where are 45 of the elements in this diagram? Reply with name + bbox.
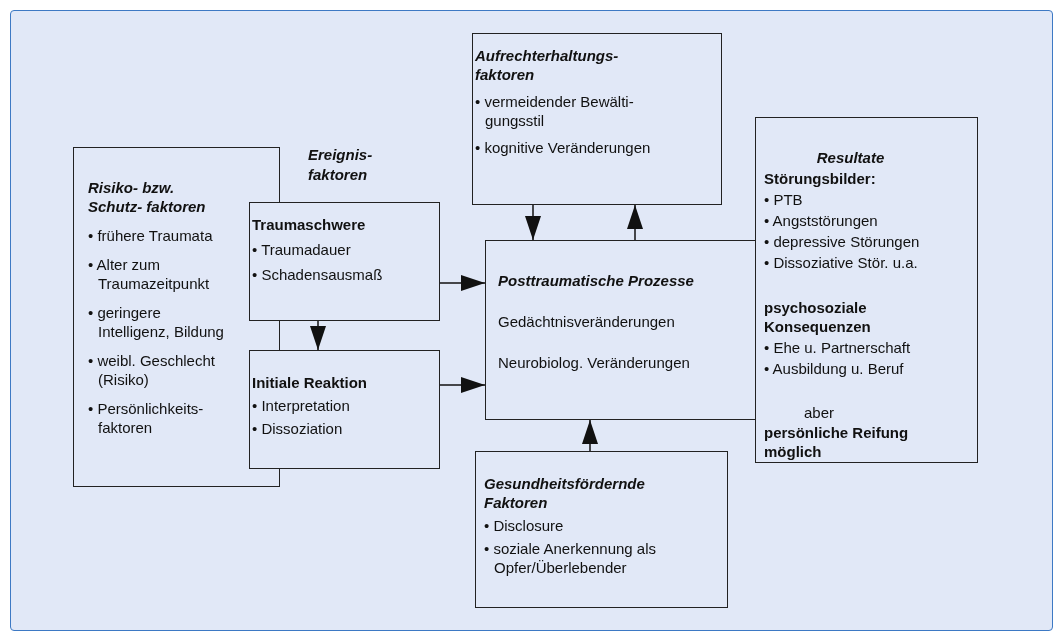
arrow (439, 275, 486, 291)
text-box (475, 451, 728, 608)
heading-text: persönliche Reifung möglich (764, 423, 910, 461)
heading-text: Traumaschwere (252, 215, 367, 234)
text-box (755, 117, 978, 463)
body-text: Gedächtnisveränderungen (498, 312, 676, 331)
heading-text: Gesundheitsfördernde Faktoren (484, 474, 646, 512)
bullet-item: • vermeidender Bewälti- gungsstil (475, 92, 635, 130)
bullet-item: • PTB (764, 190, 804, 209)
bullet-item: • Persönlichkeits- faktoren (88, 399, 205, 437)
heading-text: Aufrechterhaltungs- faktoren (475, 46, 620, 84)
heading-text: Störungsbilder: (764, 169, 877, 188)
heading-text: Posttraumatische Prozesse (498, 271, 695, 290)
arrow (439, 377, 486, 393)
arrow (582, 419, 598, 452)
body-text: Neurobiolog. Veränderungen (498, 353, 691, 372)
text-box (249, 202, 440, 321)
bullet-item: • geringere Intelligenz, Bildung (88, 303, 225, 341)
arrow (310, 320, 326, 351)
bullet-item: • kognitive Veränderungen (475, 138, 652, 157)
text-box (472, 33, 722, 205)
heading-text: aber (803, 404, 836, 421)
bullet-item: • Ausbildung u. Beruf (764, 359, 905, 378)
bullet-item: • weibl. Geschlecht (Risiko) (88, 351, 216, 389)
bullet-item: • depressive Störungen (764, 232, 921, 251)
bullet-item: • Interpretation (252, 396, 351, 415)
heading-text: Risiko- bzw. Schutz- faktoren (88, 178, 207, 216)
bullet-item: • Angststörungen (764, 211, 879, 230)
heading-text: Resultate (815, 148, 886, 167)
bullet-item: • Schadensausmaß (252, 265, 384, 284)
bullet-item: • Traumadauer (252, 240, 352, 259)
bullet-item: • soziale Anerkennung als Opfer/Überlebender (484, 539, 658, 577)
text-box (249, 350, 440, 469)
bullet-item: • Dissoziation (252, 419, 344, 438)
arrow (525, 204, 541, 241)
group-heading: Ereignis- faktoren (308, 145, 374, 185)
heading-text: Initiale Reaktion (252, 373, 369, 392)
text-box (485, 240, 756, 420)
heading-text: psychosoziale Konsequenzen (764, 298, 872, 336)
bullet-item: • Disclosure (484, 516, 565, 535)
bullet-item: • Ehe u. Partnerschaft (764, 338, 912, 357)
bullet-item: • frühere Traumata (88, 226, 214, 245)
arrow (627, 204, 643, 241)
bullet-item: • Alter zum Traumazeitpunkt (88, 255, 211, 293)
bullet-item: • Dissoziative Stör. u.a. (764, 253, 919, 272)
